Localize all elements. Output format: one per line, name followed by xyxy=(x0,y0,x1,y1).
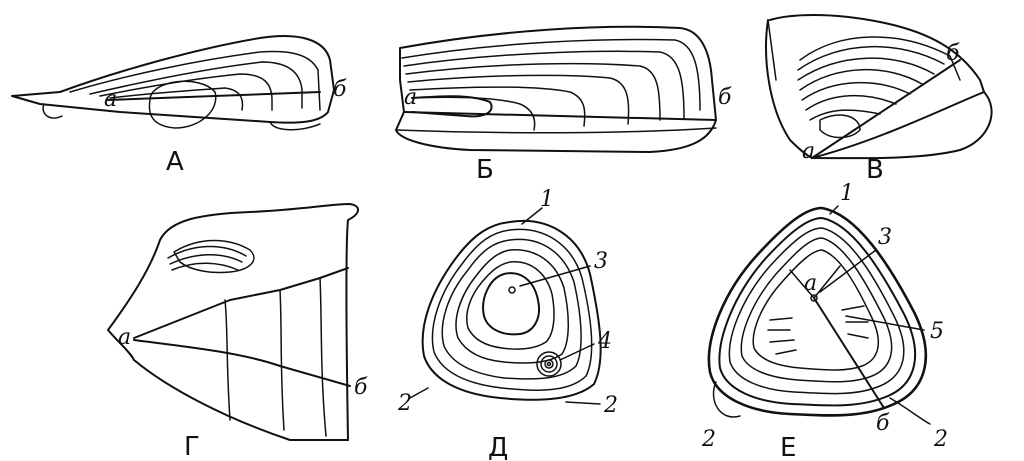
label-2-right: 2 xyxy=(933,427,948,452)
caption-e: Е xyxy=(780,433,796,461)
point-b-label: б xyxy=(718,85,732,110)
caption-g: Г xyxy=(184,432,200,461)
figure-e: 1 3 5 а б 2 2 Е xyxy=(701,181,948,461)
label-5: 5 xyxy=(930,319,944,344)
point-a-label: а xyxy=(804,271,817,296)
caption-b: Б xyxy=(476,155,494,185)
label-3: 3 xyxy=(878,225,892,250)
label-2-left: 2 xyxy=(701,427,716,452)
point-a-label: а xyxy=(104,87,117,112)
figure-v: а б В xyxy=(766,15,992,185)
label-2-left: 2 xyxy=(397,391,412,416)
label-1: 1 xyxy=(840,181,854,206)
label-2-right: 2 xyxy=(603,393,618,418)
point-b-label: б xyxy=(333,77,347,102)
label-1: 1 xyxy=(540,187,554,212)
figure-d: 1 3 4 2 2 Д xyxy=(397,187,618,461)
caption-a: А xyxy=(166,147,184,177)
caption-v: В xyxy=(866,155,884,185)
point-a-label: а xyxy=(118,325,131,350)
point-a-label: а xyxy=(802,139,815,164)
point-b-label: б xyxy=(354,375,368,400)
point-b-label: б xyxy=(946,41,960,66)
label-3: 3 xyxy=(594,249,608,274)
point-a-label: а xyxy=(404,85,417,110)
caption-d: Д xyxy=(488,433,508,461)
figure-b: а б Б xyxy=(396,27,732,185)
figure-a: а б А xyxy=(12,36,347,177)
label-4: 4 xyxy=(597,329,612,354)
figure-g: а б Г xyxy=(108,204,368,461)
point-b-label: б xyxy=(876,411,890,436)
